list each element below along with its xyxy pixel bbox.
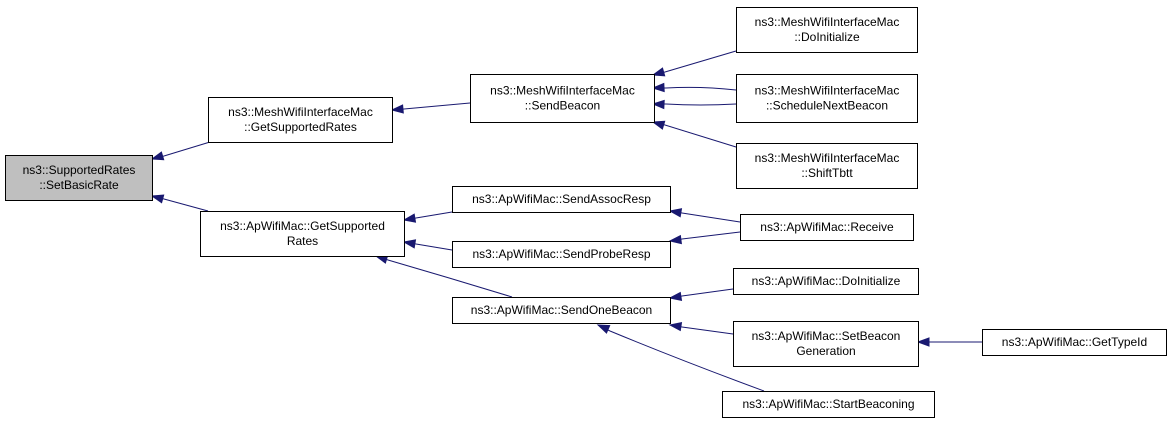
- node-label-line: ::ScheduleNextBeacon: [766, 99, 888, 113]
- node-label-line: ns3::ApWifiMac::StartBeaconing: [742, 397, 914, 411]
- node-ap-start[interactable]: ns3::ApWifiMac::StartBeaconing: [722, 391, 935, 418]
- node-mesh-sendbeacon[interactable]: ns3::MeshWifiInterfaceMac::SendBeacon: [470, 74, 655, 123]
- edge-mesh_getrates-to-root: [150, 141, 211, 161]
- node-label-line: ::DoInitialize: [794, 30, 860, 44]
- edge-mesh_doinit-to-mesh_sendbeacon: [651, 50, 737, 77]
- edge-ap_onebeacon-to-ap_getrates: [374, 254, 513, 298]
- node-ap-assoc[interactable]: ns3::ApWifiMac::SendAssocResp: [452, 186, 671, 213]
- node-label-line: ns3::ApWifiMac::SendProbeResp: [472, 247, 650, 261]
- node-root[interactable]: ns3::SupportedRates::SetBasicRate: [5, 155, 153, 201]
- node-ap-doinit[interactable]: ns3::ApWifiMac::DoInitialize: [733, 268, 919, 295]
- edge-mesh_schedule-to-mesh_sendbeacon: [651, 82, 737, 93]
- node-label-line: ns3::MeshWifiInterfaceMac: [490, 84, 635, 98]
- edge-mesh_sendbeacon-to-mesh_getrates: [390, 102, 471, 114]
- edge-ap_getrates-to-root: [150, 194, 209, 212]
- node-mesh-schedule[interactable]: ns3::MeshWifiInterfaceMac::ScheduleNextB…: [736, 74, 918, 123]
- node-label-line: ns3::MeshWifiInterfaceMac: [755, 84, 900, 98]
- edge-ap_receive-to-ap_probe: [668, 231, 741, 245]
- edge-ap_setbeacon-to-ap_onebeacon: [668, 321, 734, 335]
- edge-ap_receive-to-ap_assoc: [668, 208, 741, 223]
- edge-ap_doinit-to-ap_onebeacon: [668, 288, 734, 302]
- edge-ap_start-to-ap_onebeacon: [596, 324, 765, 392]
- nodes-layer: ns3::SupportedRates::SetBasicRate ns3::Me…: [5, 7, 1167, 418]
- node-label-line: ns3::MeshWifiInterfaceMac: [755, 15, 900, 29]
- node-mesh-doinit[interactable]: ns3::MeshWifiInterfaceMac::DoInitialize: [736, 7, 918, 53]
- node-label-line: ::SendBeacon: [525, 99, 600, 113]
- node-mesh-getrates[interactable]: ns3::MeshWifiInterfaceMac::GetSupportedR…: [208, 97, 393, 143]
- node-ap-receive[interactable]: ns3::ApWifiMac::Receive: [740, 214, 914, 241]
- node-label-line: ns3::ApWifiMac::DoInitialize: [752, 274, 901, 288]
- node-mesh-shift[interactable]: ns3::MeshWifiInterfaceMac::ShiftTbtt: [736, 143, 918, 189]
- node-label-line: ns3::ApWifiMac::Receive: [760, 220, 894, 234]
- node-label-line: Generation: [796, 344, 855, 358]
- edge-mesh_shift-to-mesh_sendbeacon: [651, 120, 737, 148]
- node-ap-typeid[interactable]: ns3::ApWifiMac::GetTypeId: [982, 329, 1167, 356]
- node-label-line: ::ShiftTbtt: [801, 166, 853, 180]
- node-label-line: Rates: [287, 234, 318, 248]
- node-label-line: ns3::MeshWifiInterfaceMac: [755, 151, 900, 165]
- node-label-line: ns3::ApWifiMac::SendOneBeacon: [471, 303, 652, 317]
- node-ap-onebeacon[interactable]: ns3::ApWifiMac::SendOneBeacon: [452, 297, 671, 324]
- node-label-line: ns3::ApWifiMac::SendAssocResp: [472, 192, 651, 206]
- node-ap-getrates[interactable]: ns3::ApWifiMac::GetSupportedRates: [200, 211, 405, 257]
- node-label-line: ns3::MeshWifiInterfaceMac: [228, 105, 373, 119]
- edge-ap_typeid-to-ap_setbeacon: [916, 337, 982, 347]
- edge-mesh_sendbeacon-to-mesh_schedule: [651, 99, 737, 110]
- node-label-line: ::SetBasicRate: [39, 178, 119, 192]
- node-label-line: ::GetSupportedRates: [244, 120, 357, 134]
- node-label-line: ns3::ApWifiMac::SetBeacon: [752, 329, 901, 343]
- node-label-line: ns3::SupportedRates: [23, 163, 136, 177]
- node-label-line: ns3::ApWifiMac::GetTypeId: [1002, 335, 1147, 349]
- node-ap-probe[interactable]: ns3::ApWifiMac::SendProbeResp: [452, 241, 671, 268]
- edge-ap_probe-to-ap_getrates: [402, 239, 453, 251]
- edges-layer: [150, 50, 982, 392]
- edge-ap_assoc-to-ap_getrates: [402, 211, 453, 223]
- node-label-line: ns3::ApWifiMac::GetSupported: [220, 219, 385, 233]
